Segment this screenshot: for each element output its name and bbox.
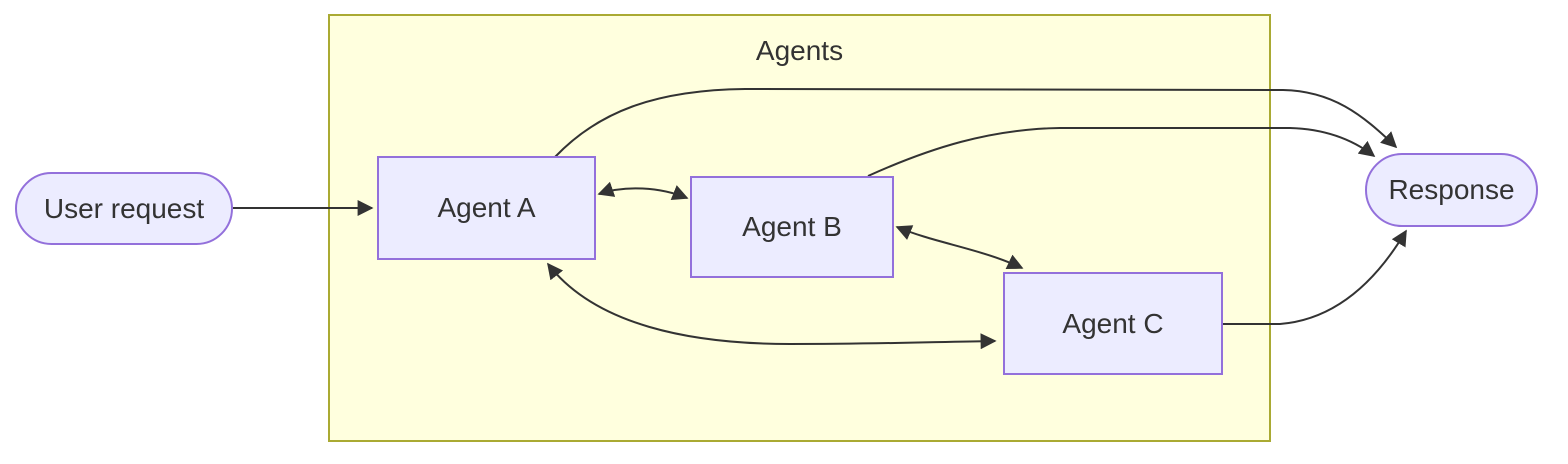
node-user-request-label: User request xyxy=(43,192,205,224)
node-agent-b: Agent B xyxy=(690,176,894,278)
node-agent-b-label: Agent B xyxy=(742,211,842,242)
node-agent-c-label: Agent C xyxy=(1062,307,1164,339)
node-user-request: User request xyxy=(15,172,233,245)
node-agent-c: Agent C xyxy=(1003,272,1223,375)
agents-cluster-label: Agents xyxy=(755,35,844,66)
node-agent-a-label: Agent A xyxy=(437,192,536,223)
node-response-label: Response xyxy=(1388,174,1515,205)
node-response: Response xyxy=(1365,153,1538,227)
node-agent-a: Agent A xyxy=(377,156,596,260)
